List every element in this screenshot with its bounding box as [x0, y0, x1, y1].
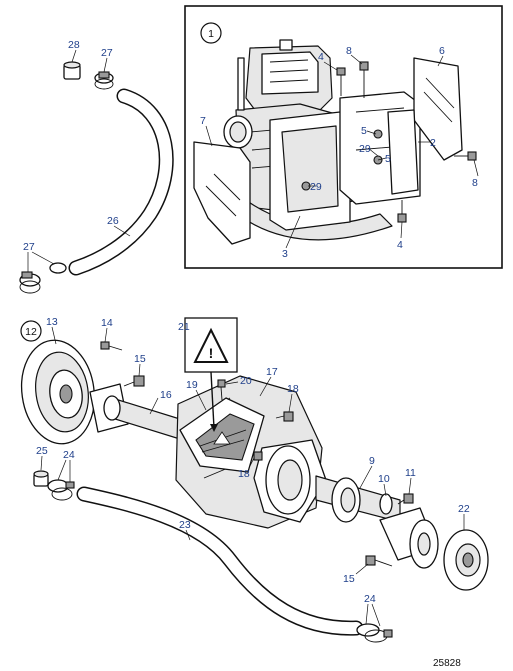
callout-4: 4 [318, 51, 324, 63]
group-12-marker [20, 320, 42, 342]
callout-24: 24 [364, 593, 376, 605]
bushing-10 [379, 493, 393, 515]
flywheel-adapter-13 [20, 339, 96, 445]
cardan-shaft-16 [89, 383, 197, 445]
callout-29: 29 [359, 143, 371, 155]
figure-number: 25828 [433, 658, 461, 669]
callout-7: 7 [200, 115, 206, 127]
bolt-18-lower [253, 451, 263, 461]
screw-20 [217, 379, 226, 401]
bracket-6 [413, 57, 463, 161]
callout-28: 28 [68, 39, 80, 51]
callout-14: 14 [101, 317, 113, 329]
callout-20: 20 [240, 375, 252, 387]
cap-25 [33, 470, 49, 487]
bolt-8-right [454, 151, 477, 161]
callout-11: 11 [405, 467, 416, 479]
callout-16: 16 [160, 389, 172, 401]
warning-plate-19 [179, 397, 265, 473]
callout-8: 8 [472, 177, 478, 189]
callout-13: 13 [46, 316, 58, 328]
group-1-number: 1 [208, 28, 214, 40]
callout-19: 19 [186, 379, 198, 391]
hose-26 [68, 88, 174, 276]
output-yoke [379, 507, 439, 569]
callout-15: 15 [134, 353, 146, 365]
cap-28 [63, 61, 81, 80]
hose-23 [76, 486, 364, 636]
callout-21: 21 [178, 321, 190, 333]
hose-clamp-27-top [94, 71, 114, 90]
bolt-15-upper [123, 375, 145, 387]
callout-26: 26 [107, 215, 119, 227]
callout-2: 2 [430, 137, 436, 149]
callout-6: 6 [439, 45, 445, 57]
callout-8: 8 [346, 45, 352, 57]
bolt-14 [100, 341, 123, 351]
callout-18: 18 [287, 383, 299, 395]
warning-triangle-icon [193, 327, 229, 363]
warning-label-pointer [210, 371, 215, 429]
callout-24: 24 [63, 449, 75, 461]
callout-3: 3 [282, 248, 288, 260]
hose-clamp-24-top [47, 479, 75, 501]
group-1-marker [200, 22, 222, 44]
callout-15: 15 [343, 573, 355, 585]
callout-10: 10 [378, 473, 390, 485]
detail-inset-frame [184, 5, 503, 269]
warning-symbol: ! [209, 345, 214, 361]
callout-23: 23 [179, 519, 191, 531]
hose-clamp-24-bottom [356, 623, 393, 643]
bracket-2 [387, 109, 419, 195]
callout-18: 18 [238, 468, 250, 480]
bracket-7 [193, 141, 251, 245]
bolt-15-lower [365, 555, 393, 567]
coupling-22 [443, 529, 489, 591]
callout-9: 9 [369, 455, 375, 467]
seal-9 [331, 477, 361, 523]
bolt-8-top [359, 61, 369, 98]
bolt-11 [397, 493, 414, 505]
hose-clamp-27-bottom [19, 262, 67, 294]
callout-4: 4 [397, 239, 403, 251]
group-12-number: 12 [25, 326, 37, 338]
bolt-4-bottom [397, 200, 407, 223]
callout-5: 5 [361, 125, 367, 137]
bolt-18-upper [275, 411, 294, 422]
bolt-4-top [336, 67, 346, 96]
callout-25: 25 [36, 445, 48, 457]
callout-27: 27 [101, 47, 113, 59]
callout-22: 22 [458, 503, 470, 515]
callout-17: 17 [266, 366, 278, 378]
callout-5: 5 [385, 153, 391, 165]
callout-27: 27 [23, 241, 35, 253]
callout-29: 29 [310, 181, 322, 193]
